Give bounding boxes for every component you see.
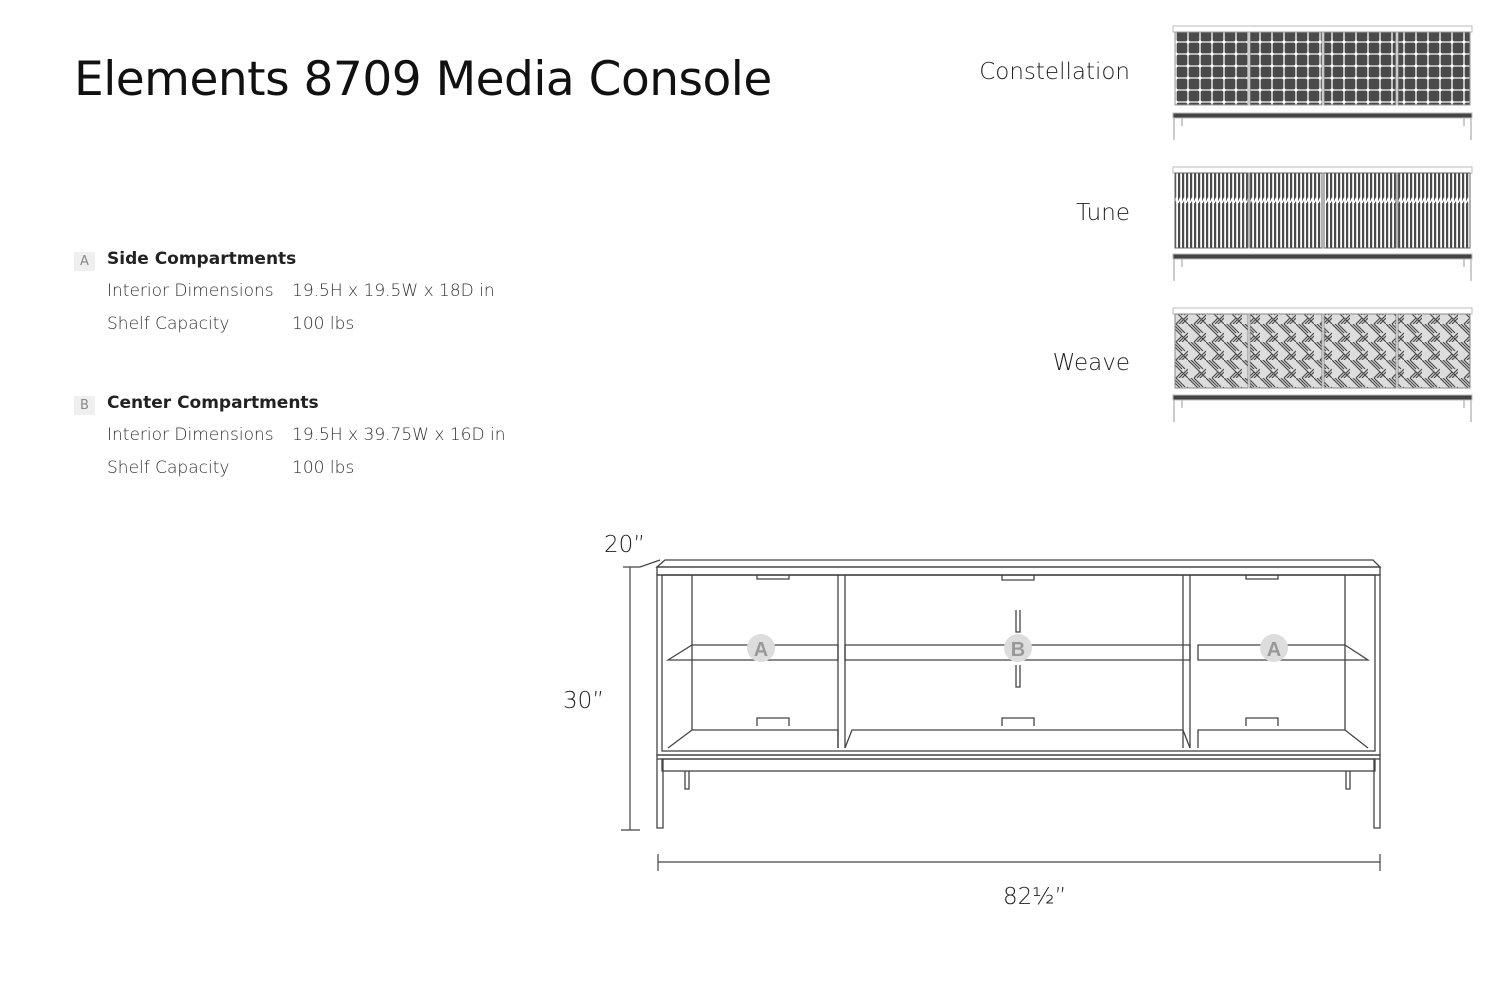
console-outline <box>655 559 1382 829</box>
badge-circle <box>747 634 775 662</box>
tune-thumbnail <box>1172 166 1473 282</box>
spec-label: Interior Dimensions <box>107 281 274 301</box>
spec-label: Shelf Capacity <box>107 314 230 334</box>
compartment-badge-a: A <box>74 252 95 271</box>
interior-dimensions-row: Interior Dimensions 19.5H x 19.5W x 18D i… <box>107 281 495 301</box>
section-title: Center Compartments <box>107 393 319 413</box>
width-dimension-label: 82½” <box>1003 884 1067 910</box>
door-panels <box>1174 31 1471 106</box>
door-panels <box>1174 172 1471 249</box>
depth-dimension-label: 20” <box>604 532 646 558</box>
page-title: Elements 8709 Media Console <box>74 52 772 107</box>
dimension-lines <box>621 559 1381 871</box>
spec-label: Interior Dimensions <box>107 425 274 445</box>
door-panels <box>1174 313 1471 389</box>
compartment-badge-b: B <box>74 396 95 415</box>
variant-name-constellation: Constellation <box>979 59 1130 85</box>
shelf-capacity-row: Shelf Capacity 100 lbs <box>107 314 354 334</box>
weave-thumbnail <box>1172 307 1473 423</box>
badge-circle <box>1260 634 1288 662</box>
spec-value: 19.5H x 19.5W x 18D in <box>292 281 495 301</box>
variant-name-tune: Tune <box>1076 200 1130 226</box>
badge-b-center: B <box>1011 639 1025 661</box>
spec-value: 100 lbs <box>292 458 355 478</box>
badge-a-right: A <box>1267 639 1281 661</box>
badge-circle <box>1004 634 1032 662</box>
badge-a-left: A <box>754 639 768 661</box>
spec-value: 100 lbs <box>292 314 355 334</box>
drawing-badges: A B A <box>747 634 1288 662</box>
section-title: Side Compartments <box>107 249 297 269</box>
constellation-thumbnail <box>1172 25 1473 141</box>
interior-dimensions-row: Interior Dimensions 19.5H x 39.75W x 16D … <box>107 425 505 445</box>
height-dimension-label: 30” <box>563 688 605 714</box>
spec-value: 19.5H x 39.75W x 16D in <box>292 425 506 445</box>
variant-name-weave: Weave <box>1052 350 1130 376</box>
shelf-capacity-row: Shelf Capacity 100 lbs <box>107 458 354 478</box>
spec-label: Shelf Capacity <box>107 458 230 478</box>
